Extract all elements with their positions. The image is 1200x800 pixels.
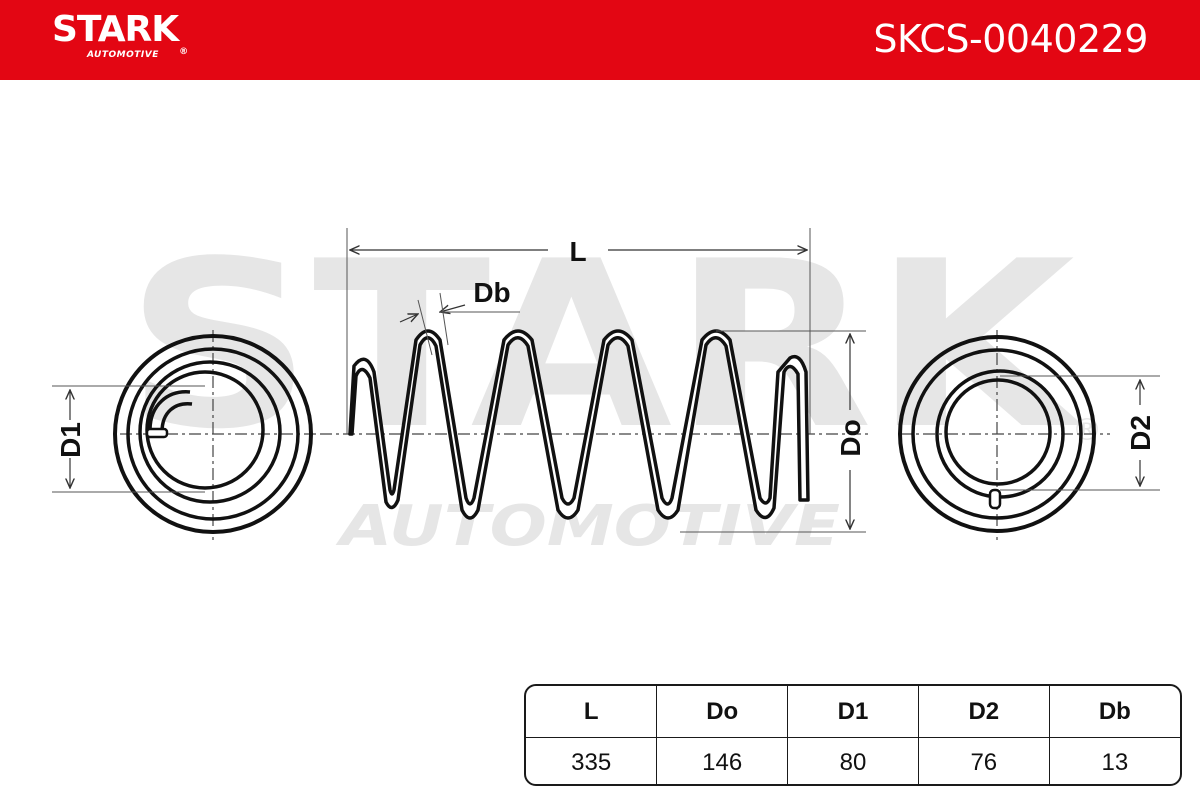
db-dimension: Db [399,277,520,356]
left-end-view [113,330,320,540]
brand-name: STARK® [52,9,188,58]
part-number: SKCS-0040229 [873,17,1148,61]
d1-dimension: D1 [52,385,205,493]
l-dimension: L [346,228,811,434]
spring-side-view [320,329,870,520]
spec-value-l: 335 [526,737,658,784]
registered-mark: ® [179,47,188,57]
spec-header-db: Db [1049,686,1180,738]
spec-value-row: 335 146 80 76 13 [526,737,1180,784]
spec-value-d2: 76 [918,737,1050,784]
brand-logo: STARK® AUTOMOTIVE [52,9,188,61]
spec-header-row: L Do D1 D2 Db [526,686,1180,738]
right-end-view [898,330,1110,540]
spec-value-d1: 80 [787,737,919,784]
spec-value-do: 146 [656,737,789,784]
d2-label: D2 [1125,415,1156,451]
spec-header-l: L [526,686,658,738]
brand-sub: AUTOMOTIVE [87,50,159,60]
header-bar: STARK® AUTOMOTIVE SKCS-0040229 [0,0,1200,80]
spec-table: L Do D1 D2 Db 335 146 80 76 13 [524,684,1182,786]
d1-label: D1 [55,422,86,458]
spec-header-do: Do [656,686,789,738]
spec-header-d1: D1 [787,686,919,738]
do-dimension: Do [680,330,866,533]
spec-header-d2: D2 [918,686,1050,738]
d2-dimension: D2 [1000,375,1160,491]
spec-value-db: 13 [1101,748,1129,776]
do-label: Do [835,419,866,456]
db-label: Db [473,277,510,308]
l-label: L [569,236,586,267]
